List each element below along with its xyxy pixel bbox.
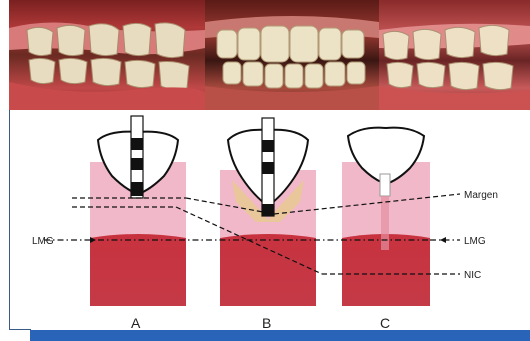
frame-bottom-rule bbox=[9, 329, 31, 330]
tooth-a-gingiva-dark bbox=[90, 234, 186, 306]
label-nic: NIC bbox=[464, 270, 481, 281]
tooth-c bbox=[342, 128, 430, 306]
photo-frontal bbox=[205, 0, 379, 110]
label-tooth-b: B bbox=[262, 315, 271, 331]
label-lmg-right: LMG bbox=[464, 236, 486, 247]
gingival-diagram: LMG Margen LMG NIC A B C bbox=[0, 110, 530, 341]
label-lmg-left: LMG bbox=[32, 236, 54, 247]
photo-left-lateral bbox=[379, 0, 530, 110]
tooth-b-gingiva-dark bbox=[220, 234, 316, 306]
frame-left-rule bbox=[9, 110, 10, 330]
tooth-a bbox=[90, 116, 186, 306]
tooth-c-probe bbox=[380, 174, 390, 196]
tooth-b bbox=[220, 118, 316, 306]
label-margin: Margen bbox=[464, 190, 498, 201]
accent-bar bbox=[30, 330, 530, 341]
photo-right-lateral bbox=[9, 0, 205, 110]
label-tooth-c: C bbox=[380, 315, 390, 331]
label-tooth-a: A bbox=[131, 315, 141, 331]
